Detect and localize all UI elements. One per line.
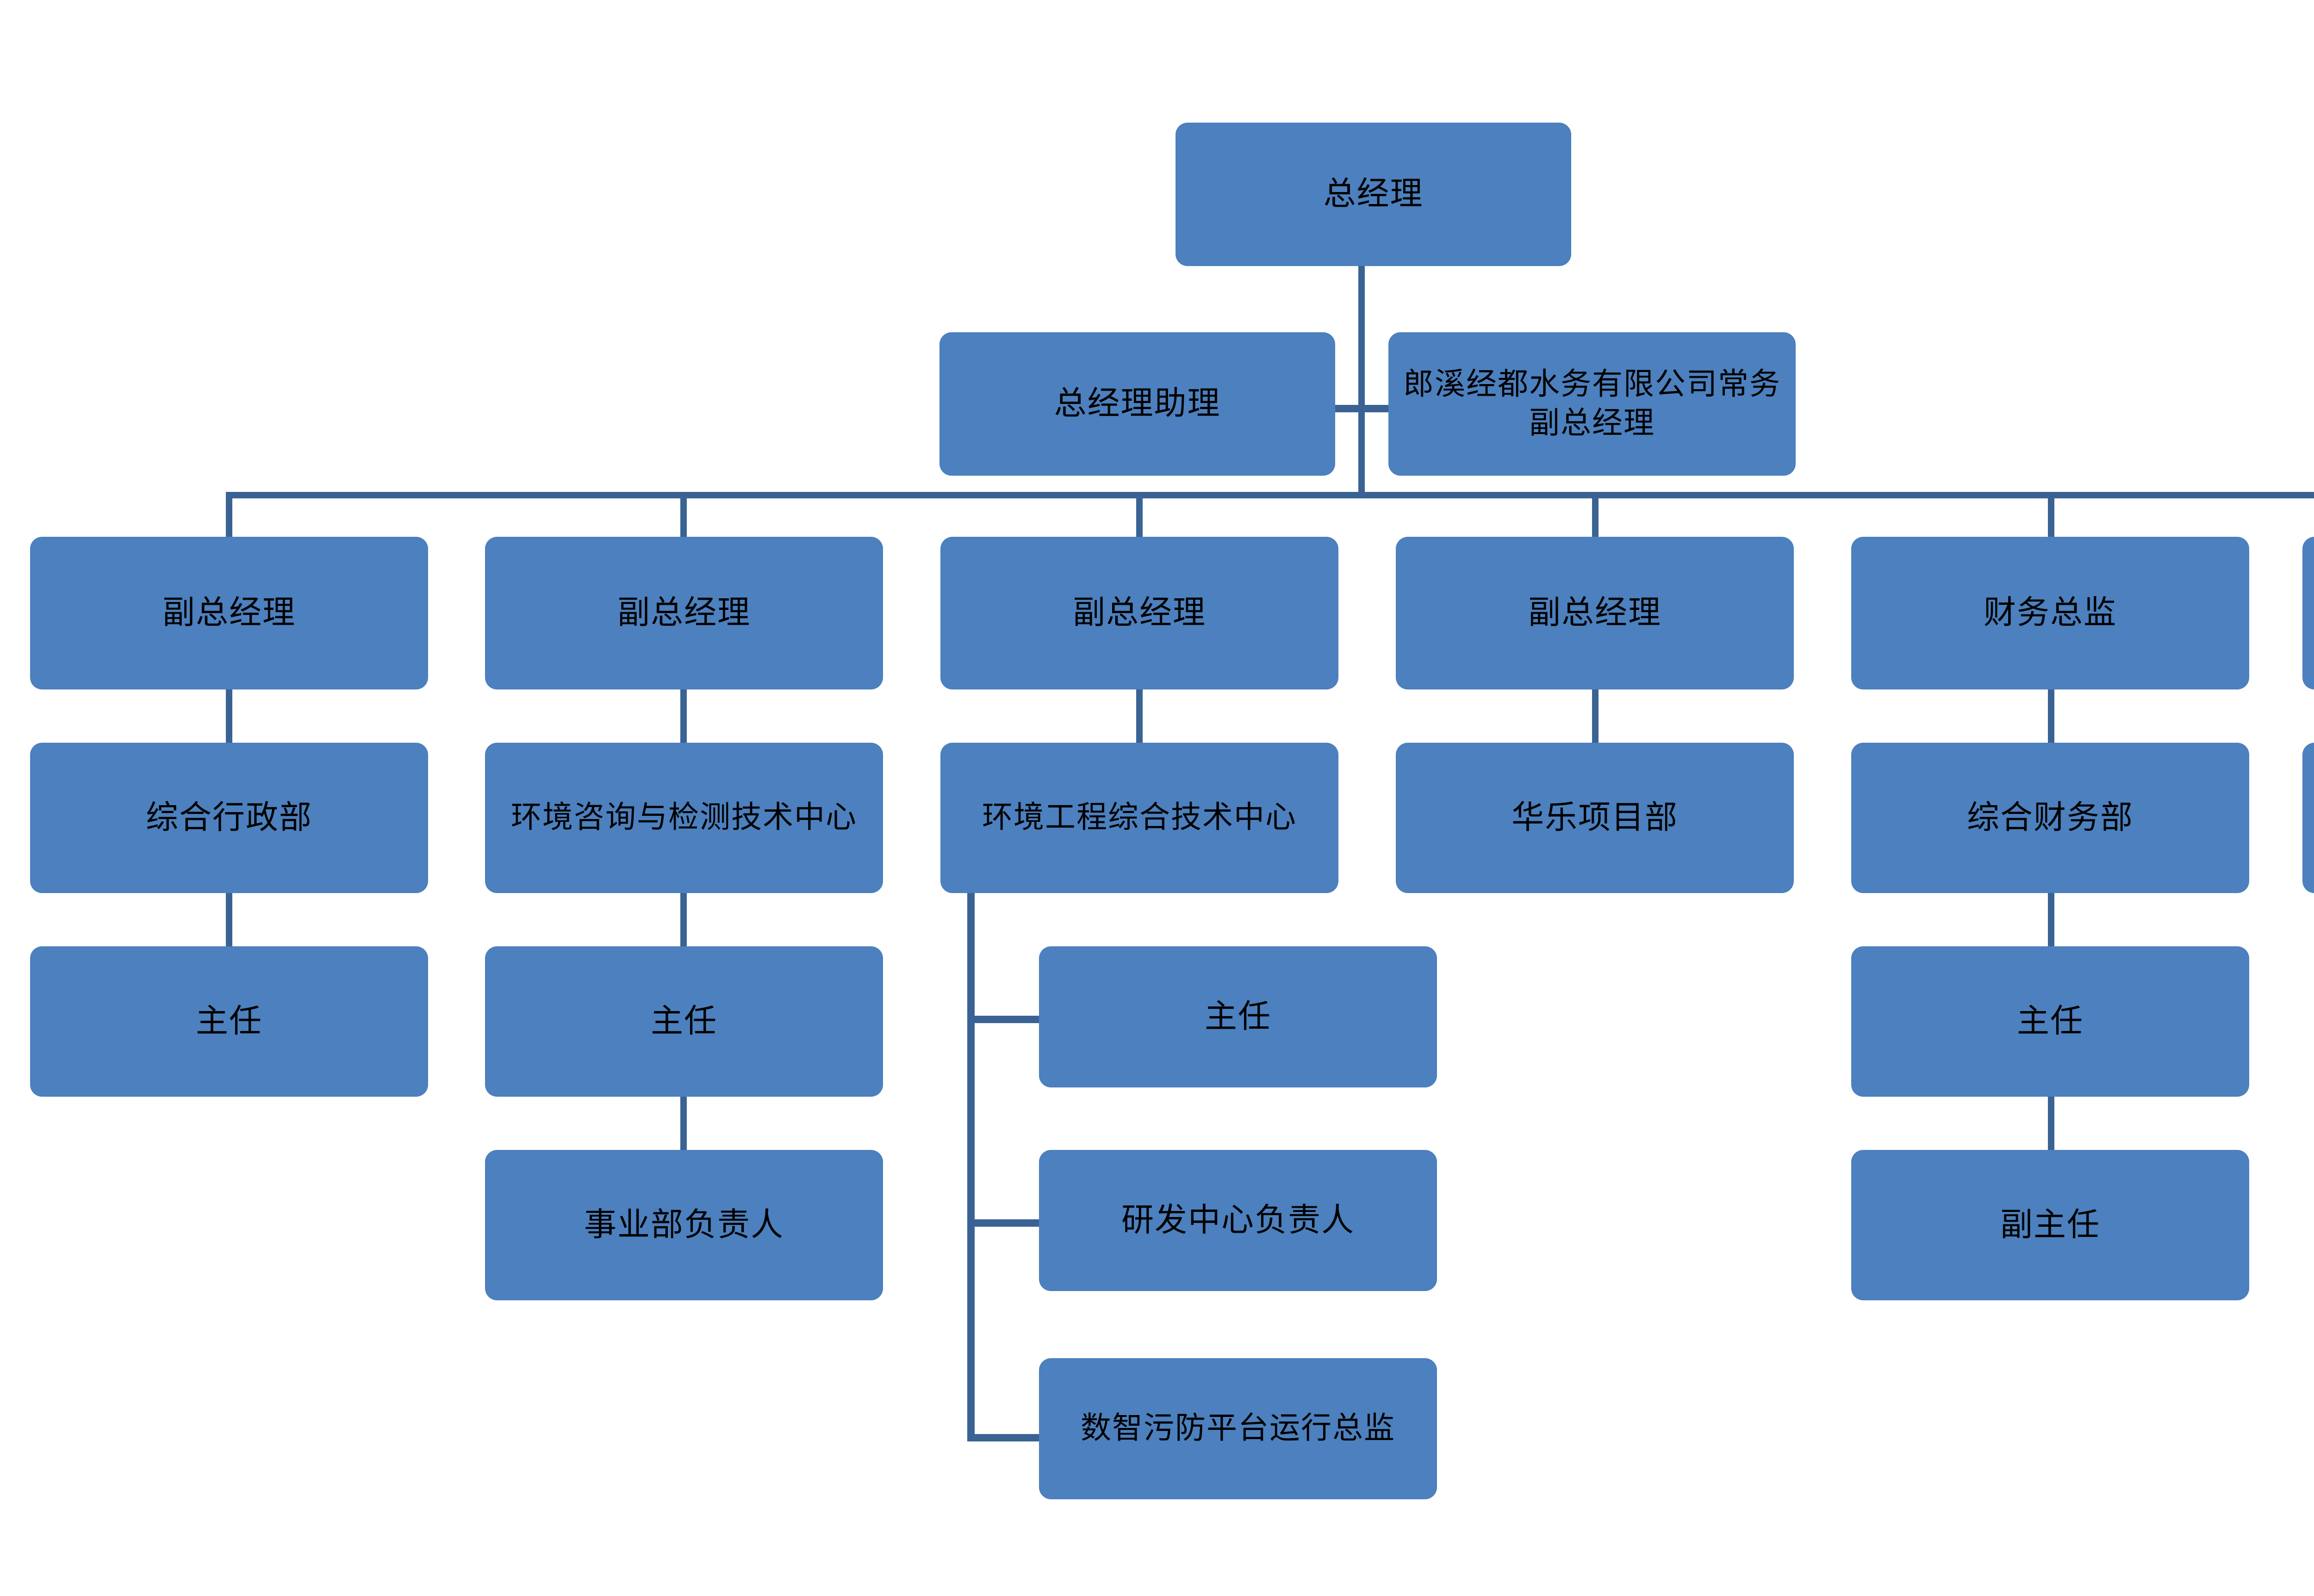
node-deputy-gm-2[interactable]: 副总经理 — [485, 537, 883, 689]
node-finance-deputy-director[interactable]: 副主任 — [1851, 1150, 2249, 1300]
node-finance-dept[interactable]: 综合财务部 — [1851, 743, 2249, 893]
node-production-safety-director[interactable]: 生产安全总监 — [2302, 743, 2314, 893]
node-env-consult-center[interactable]: 环境咨询与检测技术中心 — [485, 743, 883, 893]
node-deputy-gm-4[interactable]: 副总经理 — [1396, 537, 1794, 689]
node-env-consult-director[interactable]: 主任 — [485, 946, 883, 1097]
connector-col4-top-dept — [1592, 689, 1599, 745]
node-general-manager[interactable]: 总经理 — [1176, 123, 1571, 266]
connector-drop-col3 — [1136, 492, 1143, 543]
node-rd-center-head[interactable]: 研发中心负责人 — [1039, 1150, 1437, 1291]
connector-col2-role-subrole — [680, 1097, 687, 1152]
connector-langxi-stub — [1362, 405, 1390, 412]
connector-col3-stub-2 — [967, 1219, 1041, 1227]
connector-col5-top-dept — [2048, 689, 2054, 745]
node-finance-dept-director[interactable]: 主任 — [1851, 946, 2249, 1097]
connector-drop-col5 — [2048, 492, 2054, 543]
node-admin-director[interactable]: 主任 — [30, 946, 428, 1097]
connector-col1-dept-role — [226, 893, 232, 949]
node-env-eng-center[interactable]: 环境工程综合技术中心 — [940, 743, 1338, 893]
connector-col1-top-dept — [226, 689, 232, 745]
node-env-eng-director[interactable]: 主任 — [1039, 946, 1437, 1087]
connector-col3-top-dept — [1136, 689, 1143, 745]
node-deputy-gm-1[interactable]: 副总经理 — [30, 537, 428, 689]
connector-col2-top-dept — [680, 689, 687, 745]
node-safety-director[interactable]: 安全总监 — [2302, 537, 2314, 689]
connector-bus-row3 — [226, 492, 2314, 498]
node-admin-dept[interactable]: 综合行政部 — [30, 743, 428, 893]
connector-drop-col4 — [1592, 492, 1599, 543]
connector-col3-stub-3 — [967, 1434, 1041, 1441]
node-huale-project-dept[interactable]: 华乐项目部 — [1396, 743, 1794, 893]
connector-gm-vertical — [1358, 264, 1365, 497]
connector-col2-dept-role — [680, 893, 687, 949]
node-gm-assistant[interactable]: 总经理助理 — [939, 332, 1335, 476]
connector-drop-col2 — [680, 492, 687, 543]
node-business-unit-head[interactable]: 事业部负责人 — [485, 1150, 883, 1300]
connector-col5-dept-role — [2048, 893, 2054, 949]
node-smart-platform-director[interactable]: 数智污防平台运行总监 — [1039, 1358, 1437, 1499]
node-finance-director[interactable]: 财务总监 — [1851, 537, 2249, 689]
connector-drop-col1 — [226, 492, 232, 543]
node-deputy-gm-3[interactable]: 副总经理 — [940, 537, 1338, 689]
node-langxi-deputy-gm[interactable]: 郎溪经都水务有限公司常务副总经理 — [1388, 332, 1796, 476]
connector-col3-stub-1 — [967, 1016, 1041, 1023]
connector-col5-role-subrole — [2048, 1097, 2054, 1152]
connector-gm-assistant-stub — [1333, 405, 1361, 412]
connector-col3-trunk — [967, 893, 975, 1441]
